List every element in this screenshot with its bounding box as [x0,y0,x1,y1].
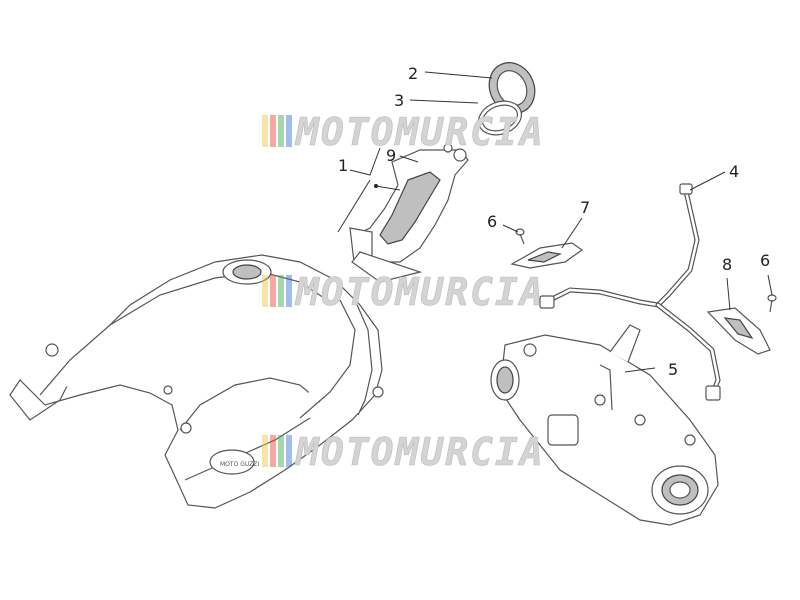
fuel-tank[interactable]: MOTO GUZZI [9,254,384,509]
callout-9: 9 [386,146,396,165]
callout-4: 4 [729,162,739,181]
leader-lines [337,71,773,373]
bracket-left[interactable] [510,242,584,269]
callout-7: 7 [580,198,590,217]
watermark-middle: MOTOMURCIA [262,270,545,314]
screw-right[interactable] [767,294,777,313]
callout-6-left: 6 [487,212,497,231]
watermark-text-top: MOTOMURCIA [294,110,545,154]
throttle-body[interactable] [490,324,719,526]
callout-2: 2 [408,64,418,83]
watermark-bottom: MOTOMURCIA [262,430,545,474]
bracket-right[interactable] [706,307,771,355]
callout-1: 1 [338,156,348,175]
fuel-hose[interactable] [539,183,721,401]
fuel-pump-assembly[interactable] [349,143,469,283]
screw-left[interactable] [515,228,525,245]
ring-nut[interactable] [481,55,543,121]
watermark-top: MOTOMURCIA [262,110,545,154]
callout-8: 8 [722,255,732,274]
callout-5: 5 [668,360,678,379]
callout-labels: 2 3 9 1 4 5 6 6 7 8 [338,64,770,379]
watermark-text-middle: MOTOMURCIA [294,270,545,314]
tank-logo-mark: MOTO GUZZI [220,461,259,468]
tank-seal[interactable] [474,95,526,140]
callout-3: 3 [394,91,404,110]
callout-6-right: 6 [760,251,770,270]
watermark-text-bottom: MOTOMURCIA [294,430,545,474]
